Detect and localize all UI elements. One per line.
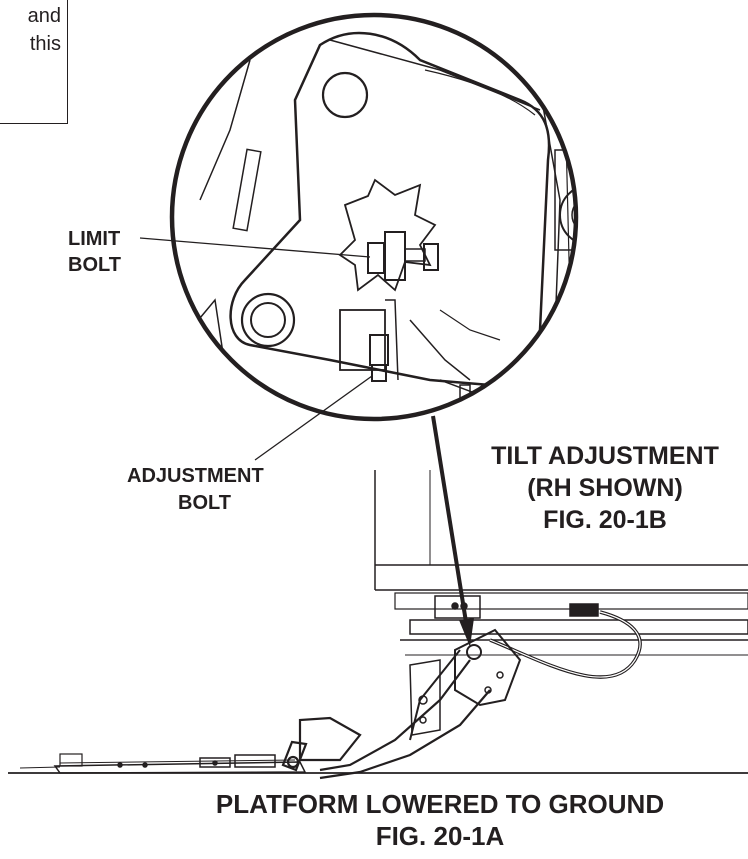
- limit-bolt-assembly: [367, 231, 439, 281]
- section-cut: [338, 178, 437, 292]
- adjustment-bolt-leader: [254, 375, 373, 461]
- detail-caption-line-2: (RH SHOWN): [527, 474, 683, 502]
- detail-leader-arrow: [431, 415, 474, 647]
- adjustment-bolt-assembly: [369, 334, 389, 382]
- vehicle-body: [374, 470, 748, 591]
- platform-lowered-view: [8, 470, 748, 780]
- detail-caption-figure: FIG. 20-1B: [543, 506, 667, 534]
- note-text-line-2: this: [29, 33, 61, 55]
- main-caption-figure: FIG. 20-1A: [375, 821, 505, 851]
- detail-caption-line-1: TILT ADJUSTMENT: [491, 442, 719, 470]
- lower-pivot-hole: [240, 292, 296, 348]
- pivot-arm: [409, 628, 522, 741]
- limit-bolt-leader: [139, 237, 371, 258]
- hydraulic-hose: [489, 610, 642, 679]
- limit-bolt-label-line-2: BOLT: [68, 254, 121, 276]
- note-text-line-1: and: [27, 5, 61, 27]
- limit-bolt-label-line-1: LIMIT: [68, 228, 121, 250]
- upper-pivot-hole: [321, 71, 369, 119]
- hose-fitting: [569, 603, 599, 617]
- main-caption-line-1: PLATFORM LOWERED TO GROUND: [215, 789, 665, 819]
- note-box: and this: [0, 0, 68, 124]
- adjustment-bolt-label-line-2: BOLT: [178, 492, 231, 514]
- platform-deck: [19, 753, 307, 774]
- mounting-rail: [394, 592, 748, 656]
- detail-circle: [169, 12, 579, 422]
- lift-arms: [281, 659, 491, 780]
- adjustment-bolt-label-line-1: ADJUSTMENT: [127, 465, 264, 487]
